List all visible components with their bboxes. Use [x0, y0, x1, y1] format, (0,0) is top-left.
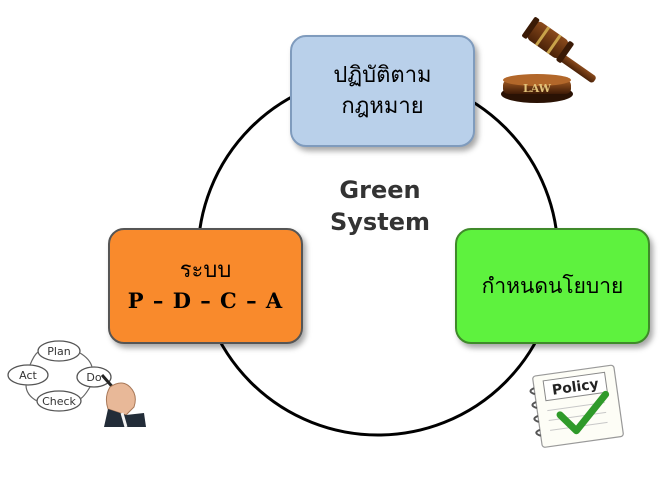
- compliance-line2: กฎหมาย: [341, 94, 424, 119]
- center-title-line1: Green: [339, 176, 421, 204]
- pdca-box: ระบบ P – D – C – A: [108, 228, 303, 344]
- checkmark-icon: [556, 390, 610, 435]
- pdca-line1: ระบบ: [179, 258, 232, 283]
- compliance-line1: ปฏิบัติตาม: [333, 63, 432, 88]
- pdca-do-label: Do: [86, 371, 101, 384]
- pdca-check-label: Check: [42, 395, 76, 408]
- center-title: Green System: [310, 174, 450, 238]
- pdca-cycle-icon: Plan Act Do Check: [7, 340, 146, 427]
- policy-box: กำหนดนโยบาย: [455, 228, 650, 344]
- policy-label: Policy: [551, 376, 600, 398]
- gavel-icon: LAW: [501, 17, 596, 103]
- policy-box-label: กำหนดนโยบาย: [481, 273, 624, 298]
- pdca-plan-label: Plan: [47, 345, 70, 358]
- law-label: LAW: [523, 82, 552, 95]
- center-title-line2: System: [330, 208, 430, 236]
- policy-checklist-icon: Policy: [529, 364, 624, 448]
- pdca-act-label: Act: [19, 369, 37, 382]
- pdca-line2: P – D – C – A: [127, 288, 284, 313]
- compliance-box: ปฏิบัติตาม กฎหมาย: [290, 35, 475, 147]
- hand-icon: [100, 374, 146, 427]
